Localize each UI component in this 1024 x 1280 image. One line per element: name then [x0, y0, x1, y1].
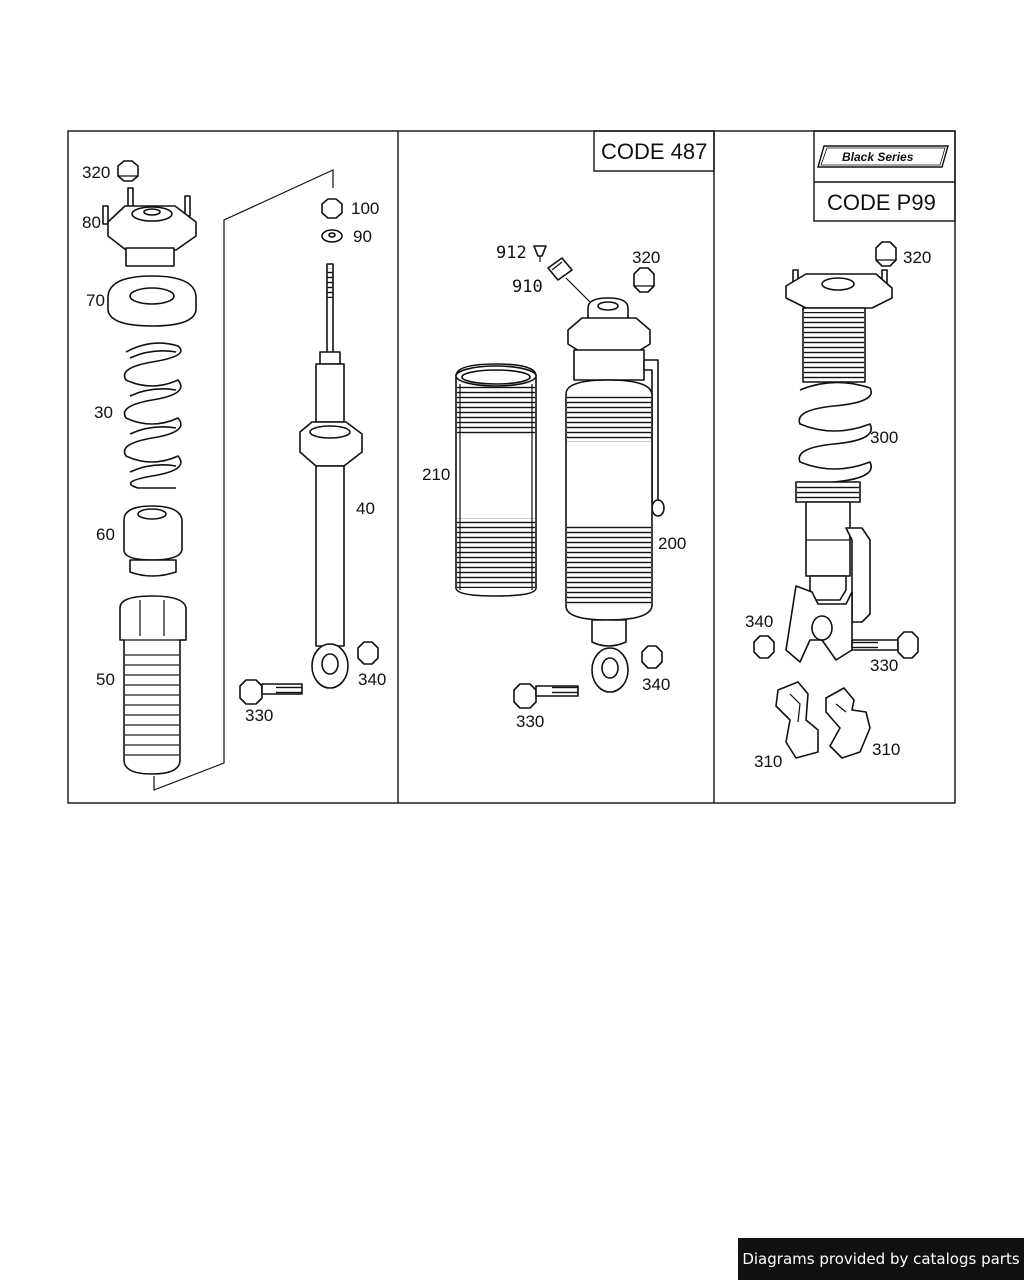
- code-p99-box: [813, 130, 956, 222]
- assembly-bracket-line: [153, 169, 334, 791]
- part-300-coilover[interactable]: [785, 269, 893, 663]
- part-40-shock-absorber[interactable]: [299, 263, 363, 689]
- part-912-screw[interactable]: [533, 245, 547, 262]
- callout-50: 50: [96, 670, 115, 689]
- callout-330-right: 330: [870, 656, 898, 675]
- code-p99-label: CODE P99: [827, 190, 936, 215]
- panel-left: 320 80 70 30 60 50 100 90 40 330 340: [82, 160, 386, 791]
- diagram-frame: [67, 130, 956, 804]
- part-320-nut[interactable]: [117, 160, 139, 182]
- callout-30: 30: [94, 403, 113, 422]
- callout-100: 100: [351, 199, 379, 218]
- callout-330: 330: [245, 706, 273, 725]
- callout-80: 80: [82, 213, 101, 232]
- panel-middle: CODE 487: [422, 130, 715, 731]
- part-330-bolt[interactable]: [239, 679, 303, 705]
- leader-910: [565, 277, 595, 307]
- callout-320-middle: 320: [632, 248, 660, 267]
- callout-210: 210: [422, 465, 450, 484]
- panel-right: Black Series CODE P99: [745, 130, 956, 771]
- callout-340-middle: 340: [642, 675, 670, 694]
- part-340-nut[interactable]: [357, 641, 379, 665]
- part-60-bump-stop[interactable]: [123, 505, 183, 577]
- callout-70: 70: [86, 291, 105, 310]
- part-320-nut-right[interactable]: [875, 241, 897, 267]
- callout-310-left: 310: [754, 752, 782, 771]
- callout-910: 910: [512, 277, 543, 297]
- part-330-bolt-right[interactable]: [851, 631, 919, 659]
- callout-90: 90: [353, 227, 372, 246]
- part-210-bellows[interactable]: [455, 363, 537, 597]
- part-910-connector[interactable]: [547, 257, 573, 281]
- part-200-air-strut[interactable]: [565, 297, 665, 693]
- callout-40: 40: [356, 499, 375, 518]
- code-487-label: CODE 487: [601, 139, 707, 164]
- part-80-top-mount[interactable]: [102, 187, 197, 267]
- callout-340-right: 340: [745, 612, 773, 631]
- callout-60: 60: [96, 525, 115, 544]
- black-series-badge: [817, 145, 949, 168]
- part-340-nut-middle[interactable]: [641, 645, 663, 669]
- code-487-box: [593, 130, 715, 172]
- part-70-spring-seat[interactable]: [107, 275, 197, 327]
- callout-912: 912: [496, 243, 527, 263]
- part-30-coil-spring[interactable]: [123, 342, 182, 489]
- part-100-nut[interactable]: [321, 198, 343, 219]
- footer-credit: Diagrams provided by catalogs parts: [738, 1238, 1024, 1280]
- callout-320: 320: [82, 163, 110, 182]
- part-50-dust-boot[interactable]: [119, 595, 187, 775]
- part-90-washer[interactable]: [321, 229, 343, 243]
- part-310-bracket-left[interactable]: [775, 681, 819, 759]
- callout-330-middle: 330: [516, 712, 544, 731]
- callout-320-right: 320: [903, 248, 931, 267]
- black-series-label: Black Series: [842, 150, 914, 164]
- part-340-nut-right[interactable]: [753, 635, 775, 659]
- part-330-bolt-middle[interactable]: [513, 683, 579, 709]
- callout-340: 340: [358, 670, 386, 689]
- callout-200: 200: [658, 534, 686, 553]
- part-320-nut-middle[interactable]: [633, 267, 655, 293]
- callout-310-right: 310: [872, 740, 900, 759]
- part-310-bracket-right[interactable]: [825, 687, 871, 759]
- callout-300: 300: [870, 428, 898, 447]
